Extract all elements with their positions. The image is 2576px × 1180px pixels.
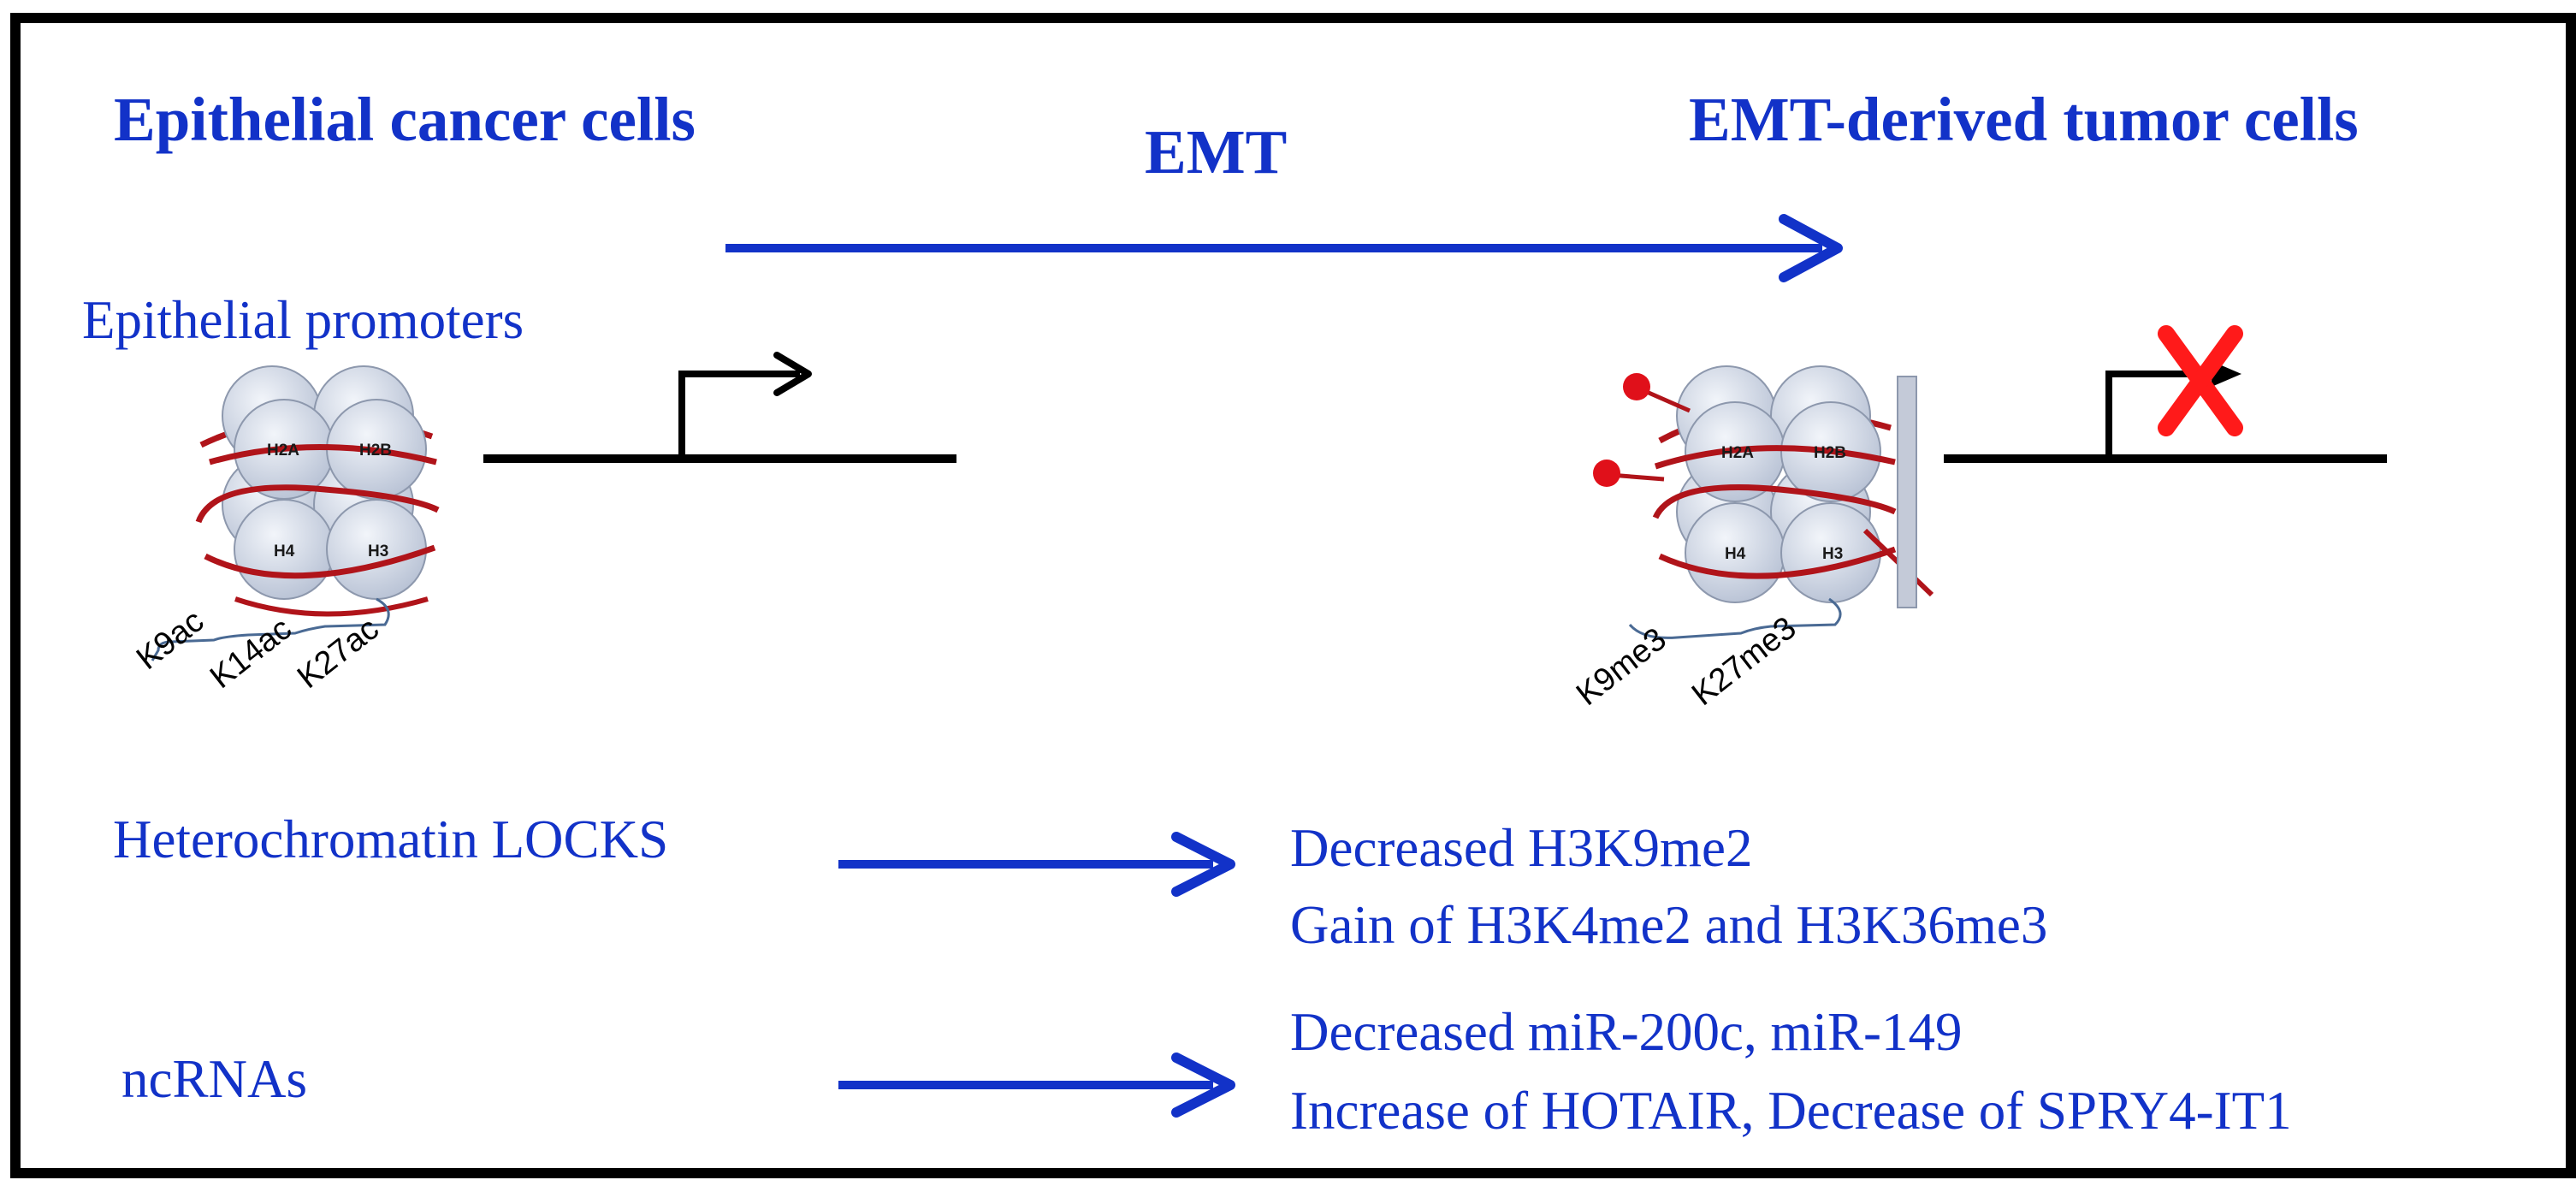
repressed-gene-right: [1944, 325, 2387, 463]
row-effect-locks-0: Decreased H3K9me2: [1290, 818, 1753, 878]
diagram-frame: [10, 13, 2576, 1178]
locks-arrow: [838, 832, 1235, 897]
row-label-ncrnas: ncRNAs: [121, 1049, 307, 1109]
left-title: Epithelial cancer cells: [114, 85, 696, 154]
histone-right-2: H4: [1725, 545, 1746, 563]
nucleosome-left: H2A H2B H4 H3: [151, 365, 440, 661]
histone-right-0: H2A: [1721, 444, 1754, 462]
active-gene-left: [483, 352, 956, 463]
row-effect-ncrnas-1: Increase of HOTAIR, Decrease of SPRY4-IT…: [1290, 1081, 2292, 1141]
row-effect-locks-1: Gain of H3K4me2 and H3K36me3: [1290, 895, 2048, 955]
ncrnas-arrow: [838, 1053, 1235, 1118]
row-label-locks: Heterochromatin LOCKS: [113, 809, 669, 869]
histone-left-1: H2B: [359, 442, 392, 460]
center-title: EMT: [1145, 117, 1288, 187]
histone-right-3: H3: [1822, 545, 1843, 563]
histone-right-1: H2B: [1814, 444, 1846, 462]
epithelial-promoters-label: Epithelial promoters: [82, 290, 524, 350]
emt-arrow: [725, 214, 1843, 282]
blocked-x-icon: [2158, 325, 2243, 436]
histone-left-0: H2A: [267, 442, 299, 460]
row-effect-ncrnas-0: Decreased miR-200c, miR-149: [1290, 1002, 1963, 1062]
histone-left-2: H4: [274, 543, 295, 560]
right-title: EMT-derived tumor cells: [1689, 85, 2359, 154]
histone-left-3: H3: [368, 543, 388, 560]
nucleosome-right: H2A H2B H4 H3: [1593, 365, 1934, 639]
